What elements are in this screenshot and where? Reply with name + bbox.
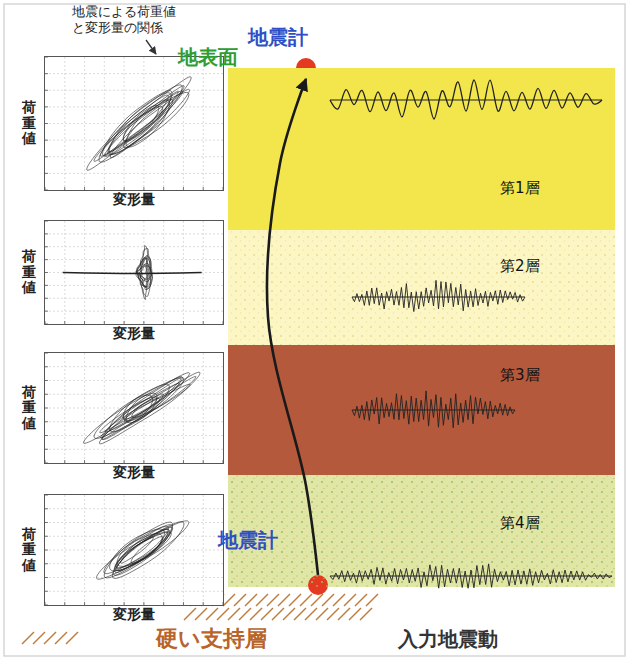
hysteresis-loops (96, 521, 188, 579)
layer-label: 第2層 (500, 257, 540, 276)
axis-label: 変形量 (113, 191, 155, 208)
axis-label: 変形量 (113, 464, 155, 481)
waveform-baseline (330, 100, 602, 101)
seismometer-label: 地震計 (218, 527, 282, 554)
seismometer-label: 地震計 (248, 24, 312, 51)
chart-plot (44, 494, 224, 606)
axis-label: 荷重値 (22, 527, 36, 573)
soil-layer: 第3層 (228, 345, 615, 475)
hysteresis-plot (45, 495, 223, 605)
load-deformation-chart: 荷重値変形量 (14, 352, 224, 481)
input-motion-label: 入力地震動 (398, 626, 498, 653)
chart-plot (44, 56, 224, 191)
chart-plot (44, 220, 224, 325)
label-holder: 入力地震動 (398, 626, 498, 653)
hysteresis-loops (63, 245, 202, 299)
chart-plot (44, 352, 224, 464)
picture-frame (4, 4, 625, 656)
seismic-waveform (352, 280, 525, 311)
axis-label: 変形量 (113, 606, 155, 623)
seismic-waveform (330, 564, 612, 588)
soil-layer: 第4層 (228, 475, 615, 587)
soil-layer: 第2層 (228, 230, 615, 345)
waveform-baseline (352, 297, 525, 298)
seismic-waveform (352, 391, 515, 428)
leader-arrow (146, 40, 156, 54)
waveform-baseline (352, 410, 515, 411)
layer-label: 第4層 (500, 514, 540, 533)
hysteresis-loops (83, 372, 200, 444)
axis-label: 変形量 (113, 325, 155, 342)
hysteresis-loops (87, 77, 192, 171)
seismic-waveform (330, 80, 602, 119)
load-deformation-chart: 荷重値変形量 (14, 56, 224, 208)
sand-texture (228, 230, 615, 345)
chart-grid (45, 495, 223, 605)
axis-label: 荷重値 (22, 249, 36, 295)
wave-propagation-arrow (267, 79, 318, 575)
seismic-waveforms (330, 80, 612, 588)
waveform-baseline (330, 576, 612, 577)
hysteresis-plot (45, 57, 223, 190)
label-holder: 地震による荷重値と変形量の関係 (72, 4, 180, 37)
gravel-texture (228, 475, 615, 587)
label-holder: 地表面 (178, 44, 238, 71)
seismometer-dot: 地震計 (308, 575, 328, 595)
axis-label: 荷重値 (22, 100, 36, 146)
load-deformation-chart: 荷重値変形量 (14, 220, 224, 342)
load-deformation-chart: 荷重値変形量 (14, 494, 224, 623)
bedrock-label: 硬い支持層 (156, 624, 267, 654)
hysteresis-plot (45, 353, 223, 463)
soil-layer: 第1層 (228, 68, 615, 230)
leader-line (146, 40, 156, 54)
hysteresis-plot (45, 221, 223, 324)
layer-label: 第1層 (500, 179, 540, 198)
chart-grid (45, 353, 223, 463)
chart-note: 地震による荷重値と変形量の関係 (72, 4, 180, 37)
label-holder: 硬い支持層 (156, 624, 267, 654)
chart-grid (45, 57, 223, 190)
ground-surface-label: 地表面 (178, 44, 238, 71)
chart-grid (45, 221, 223, 324)
axis-label: 荷重値 (22, 385, 36, 431)
layer-label: 第3層 (500, 366, 540, 385)
